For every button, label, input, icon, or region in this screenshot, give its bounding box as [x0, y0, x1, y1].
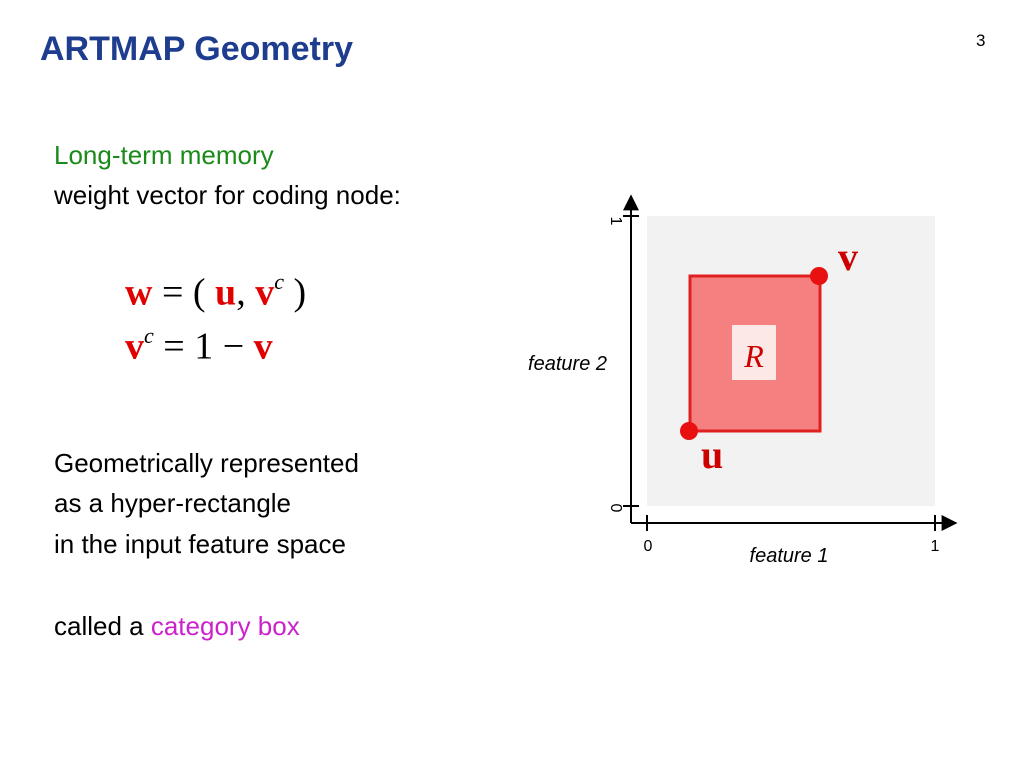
- eq-v-symbol: v: [255, 271, 275, 314]
- eq2-v-symbol: v: [125, 325, 144, 368]
- eq-w-symbol: w: [125, 271, 153, 314]
- eq2-v2-symbol: v: [253, 325, 273, 368]
- equation-w: w = ( u, vc ): [125, 258, 306, 319]
- eq-u-symbol: u: [215, 271, 237, 314]
- memory-heading: Long-term memory: [54, 140, 274, 170]
- equation-vc: vc = 1 − v: [125, 312, 273, 373]
- box-label-background: [732, 325, 776, 380]
- memory-subheading: weight vector for coding node:: [54, 180, 401, 210]
- category-term: category box: [150, 611, 300, 641]
- point-u-label: u: [701, 432, 723, 477]
- description-line-1: Geometrically represented: [54, 448, 359, 478]
- eq-close-paren: ): [283, 271, 307, 314]
- eq2-complement-superscript: c: [144, 323, 154, 348]
- description-line-2: as a hyper-rectangle: [54, 488, 292, 518]
- category-prefix: called a: [54, 611, 151, 641]
- eq-comma: ,: [236, 271, 256, 314]
- y-tick-1-label: 1: [607, 217, 624, 226]
- x-tick-0-label: 0: [644, 538, 653, 555]
- point-u: [680, 422, 698, 440]
- x-tick-1-label: 1: [931, 538, 940, 555]
- point-v-label: v: [838, 234, 858, 279]
- x-axis-label: feature 1: [750, 545, 829, 567]
- page-title: ARTMAP Geometry: [40, 30, 353, 68]
- slide-number: 3: [976, 31, 986, 50]
- category-box-text: called a category box: [54, 606, 300, 646]
- eq-equals-open: = (: [152, 271, 216, 314]
- y-axis-label: feature 2: [528, 353, 607, 375]
- point-v: [810, 267, 828, 285]
- description-line-3: in the input feature space: [54, 529, 346, 559]
- y-tick-0-label: 0: [607, 504, 624, 513]
- box-label-R: R: [743, 338, 764, 374]
- eq2-rest: = 1 −: [153, 325, 254, 368]
- eq-complement-superscript: c: [274, 269, 284, 294]
